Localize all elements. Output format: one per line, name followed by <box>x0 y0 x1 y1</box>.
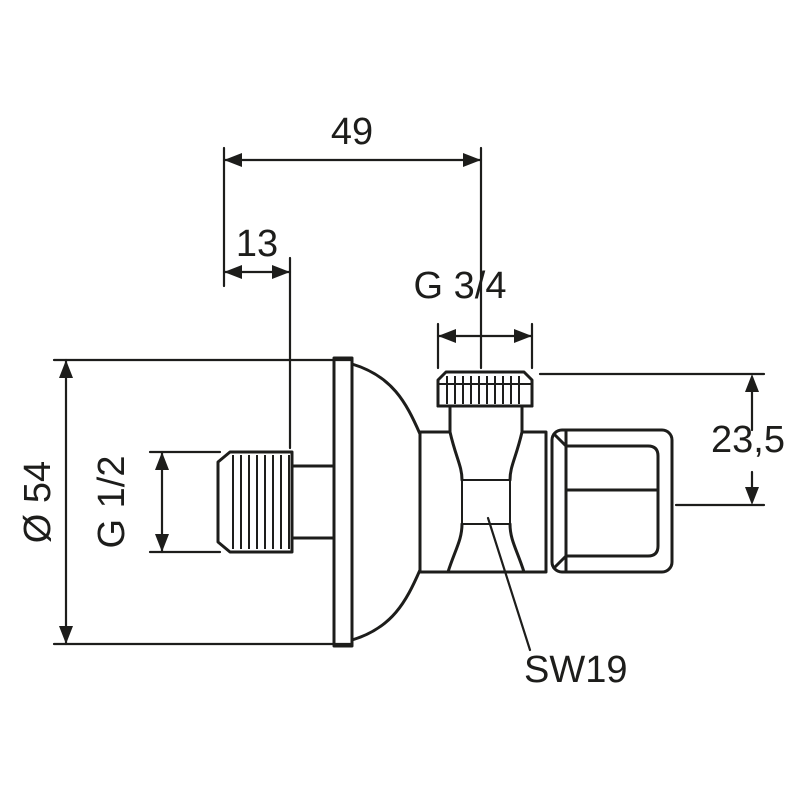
rosette-rim <box>332 356 354 648</box>
valve-outline <box>216 356 674 648</box>
label-rosette-diameter: Ø 54 <box>17 461 59 543</box>
outlet-thread-outline <box>436 370 534 408</box>
label-inlet-thread: G 1/2 <box>91 456 133 549</box>
inlet-thread-outline <box>216 450 294 554</box>
hex-section-sw19 <box>461 479 511 525</box>
label-thread-length: 13 <box>236 223 278 265</box>
body-waist-curves <box>446 430 526 574</box>
valve-body <box>418 430 548 574</box>
dimension-labels: 49 13 G 3/4 Ø 54 G 1/2 23,5 SW19 <box>17 111 785 691</box>
label-outlet-thread: G 3/4 <box>414 265 507 307</box>
handle-detail <box>552 428 660 574</box>
dimension-lines <box>52 146 766 652</box>
dimension-arrowheads <box>59 153 759 644</box>
inlet-thread-crests <box>232 455 290 549</box>
handle-outline <box>550 428 674 574</box>
inlet-neck <box>290 464 336 540</box>
rosette-cone <box>350 362 422 642</box>
label-outlet-height: 23,5 <box>711 419 785 461</box>
dimension-measure-lines <box>64 158 754 652</box>
label-top-width: 49 <box>331 111 373 153</box>
extension-lines <box>52 146 766 646</box>
outlet-thread-crests <box>438 376 532 404</box>
label-wrench-size: SW19 <box>524 649 627 691</box>
outlet-neck <box>436 404 534 434</box>
